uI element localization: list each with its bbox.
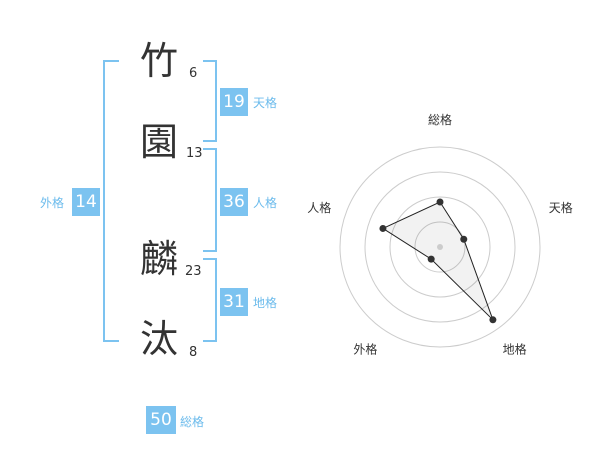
name-char-4: 汰 — [139, 317, 178, 361]
gaikaku-bracket — [103, 60, 119, 342]
radar-point — [489, 316, 497, 324]
radar-point — [460, 235, 468, 243]
soukaku-score: 50 — [146, 406, 176, 434]
name-char-1: 竹 — [139, 39, 178, 83]
stroke-count-1: 6 — [189, 66, 198, 81]
radar-axis-label: 天格 — [549, 200, 573, 215]
stroke-count-4: 8 — [189, 345, 198, 360]
radar-center-dot — [437, 244, 443, 250]
radar-axis-label: 地格 — [503, 342, 527, 357]
radar-axis-label: 総格 — [428, 112, 452, 127]
radar-point — [436, 198, 444, 206]
jinkaku-label: 人格 — [253, 196, 278, 210]
gaikaku-score: 14 — [72, 188, 100, 216]
radar-point — [427, 255, 435, 263]
name-char-3: 麟 — [139, 237, 178, 281]
name-char-2: 園 — [139, 120, 178, 164]
tenkaku-bracket — [203, 60, 217, 142]
tenkaku-label: 天格 — [253, 96, 278, 110]
radar-polygon — [381, 201, 494, 321]
radar-axis-label: 人格 — [307, 200, 331, 215]
radar-ring — [389, 196, 491, 298]
radar-point — [379, 224, 387, 232]
tenkaku-score: 19 — [220, 88, 248, 116]
chikaku-score: 31 — [220, 288, 248, 316]
radar-axis-label: 外格 — [353, 342, 377, 357]
chikaku-label: 地格 — [253, 296, 278, 310]
gaikaku-label: 外格 — [40, 196, 65, 210]
radar-ring — [339, 146, 541, 348]
chikaku-bracket — [203, 258, 217, 342]
soukaku-label: 総格 — [180, 415, 205, 429]
radar-ring — [414, 221, 466, 273]
radar-ring — [364, 171, 516, 323]
stroke-count-3: 23 — [185, 264, 202, 279]
jinkaku-score: 36 — [220, 188, 248, 216]
jinkaku-bracket — [203, 148, 217, 252]
stroke-count-2: 13 — [186, 146, 203, 161]
